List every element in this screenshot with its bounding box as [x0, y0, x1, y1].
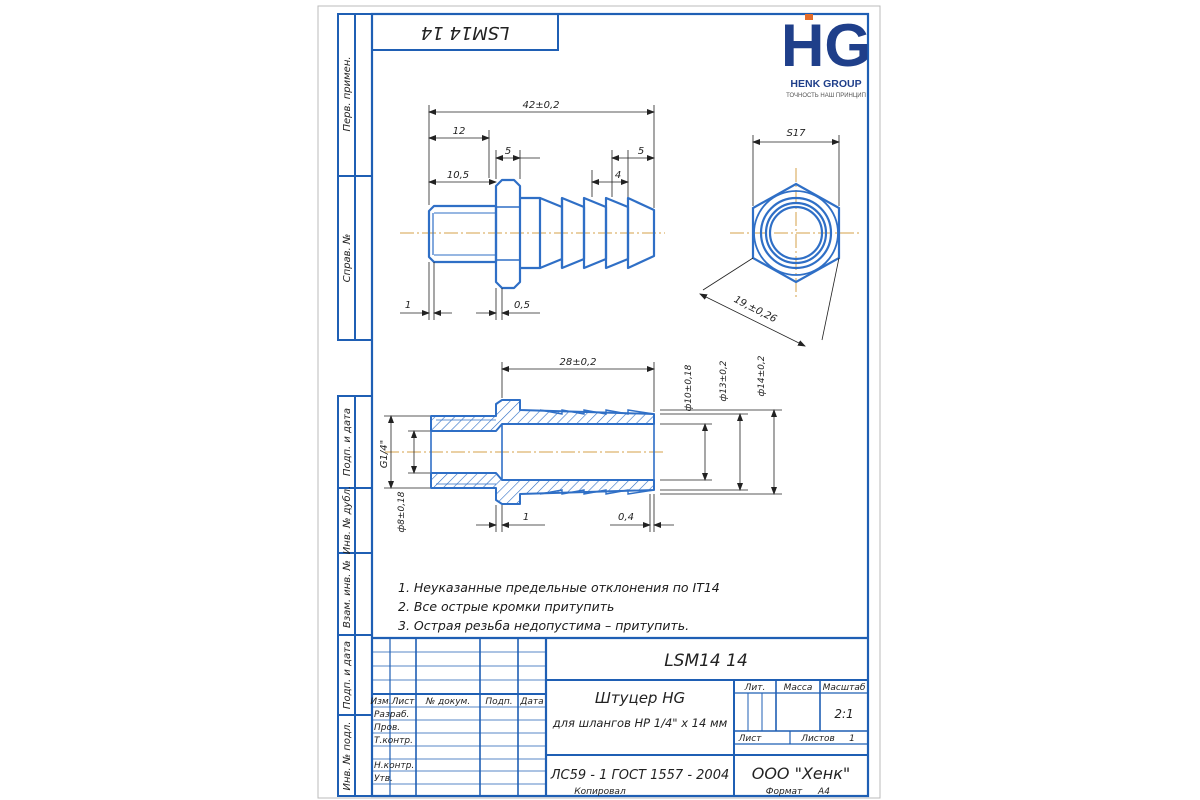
tb-row-utv: Утв.	[374, 774, 393, 784]
dim-barb-end: 5	[638, 146, 644, 157]
dim-sec-end: 0,4	[618, 512, 634, 523]
side-label-inv-podl: Инв. № подл.	[342, 722, 353, 791]
tb-col-date: Дата	[519, 697, 543, 707]
tb-col-sign: Подп.	[485, 697, 512, 707]
note-2: 2. Все острые кромки притупить	[398, 599, 614, 614]
tb-row-tkontr: Т.контр.	[374, 736, 413, 746]
dim-nut-width: 5	[505, 146, 511, 157]
tb-sheets-count: 1	[849, 734, 855, 744]
dim-d-thread-bore: ф8±0,18	[397, 491, 407, 532]
tb-mass: Масса	[784, 683, 813, 693]
tb-designation: LSM14 14	[664, 651, 748, 671]
tb-scale-label: Масштаб	[823, 683, 866, 693]
front-view-dims	[400, 105, 655, 320]
section-view-dims	[384, 362, 782, 532]
logo: HG HENK GROUP ТОЧНОСТЬ НАШ ПРИНЦИП	[781, 12, 871, 99]
dim-chamfer: 1	[405, 300, 411, 311]
tb-material: ЛС59 - 1 ГОСТ 1557 - 2004	[550, 768, 730, 783]
dim-d-barb: ф13±0,2	[719, 360, 729, 401]
tb-format-value: А4	[817, 787, 830, 797]
dim-hex-flat: S17	[786, 128, 806, 139]
side-label-vzam-inv: Взам. инв. №	[342, 560, 353, 628]
dim-thread-length: 10,5	[447, 170, 469, 181]
tb-row-prov: Пров.	[374, 723, 400, 733]
dim-sec-chamfer: 1	[523, 512, 529, 523]
code-rotated: LSM14 14	[421, 22, 510, 43]
tb-scale: 2:1	[834, 707, 853, 721]
tb-col-list: Лист	[391, 697, 416, 707]
dim-thread-part: 12	[453, 126, 466, 137]
tb-row-razrab: Разраб.	[374, 710, 409, 720]
section-view-part	[430, 399, 655, 505]
tb-col-doc: № докум.	[425, 697, 470, 707]
logo-company: HENK GROUP	[790, 78, 861, 90]
title-block-grid	[372, 636, 868, 796]
side-label-sprav: Справ. №	[342, 234, 353, 283]
side-stamp	[337, 13, 373, 797]
logo-letters: HG	[781, 12, 871, 79]
code-box	[371, 13, 559, 51]
tb-format: Формат	[766, 787, 803, 797]
logo-slogan: ТОЧНОСТЬ НАШ ПРИНЦИП	[786, 93, 866, 99]
tb-name-line1: Штуцер HG	[595, 689, 685, 707]
dim-total-length: 42±0,2	[522, 100, 559, 111]
side-label-inv-dubl: Инв. № дубл.	[341, 486, 353, 554]
tb-copied: Копировал	[574, 787, 626, 797]
dim-thread: G1/4"	[379, 440, 390, 468]
dim-d-outer: ф14±0,2	[757, 355, 767, 396]
section-barbs	[430, 409, 655, 495]
tb-col-izm: Изм.	[370, 697, 391, 707]
dim-barb-pitch: 4	[615, 170, 621, 181]
drawing-frame	[370, 12, 870, 798]
note-3: 3. Острая резьба недопустима – притупить…	[398, 618, 689, 633]
note-1: 1. Неуказанные предельные отклонения по …	[398, 580, 720, 595]
tb-company: ООО "Хенк"	[752, 764, 851, 783]
side-label-podp-data-1: Подп. и дата	[342, 408, 353, 476]
side-view-dims	[699, 135, 840, 347]
dim-bore-length: 28±0,2	[559, 357, 596, 368]
tb-name-line2: для шлангов НР 1/4" х 14 мм	[552, 716, 728, 730]
side-label-perv-primen: Перв. примен.	[342, 56, 353, 131]
tb-lit: Лит.	[744, 683, 766, 693]
side-view-part	[751, 182, 841, 284]
dim-gap: 0,5	[514, 300, 530, 311]
tb-row-nkontr: Н.контр.	[374, 761, 414, 771]
side-label-podp-data-2: Подп. и дата	[342, 641, 353, 709]
dim-d-inner: ф10±0,18	[684, 364, 694, 411]
tb-sheet: Лист	[738, 734, 763, 744]
tb-sheets: Листов	[800, 734, 835, 744]
